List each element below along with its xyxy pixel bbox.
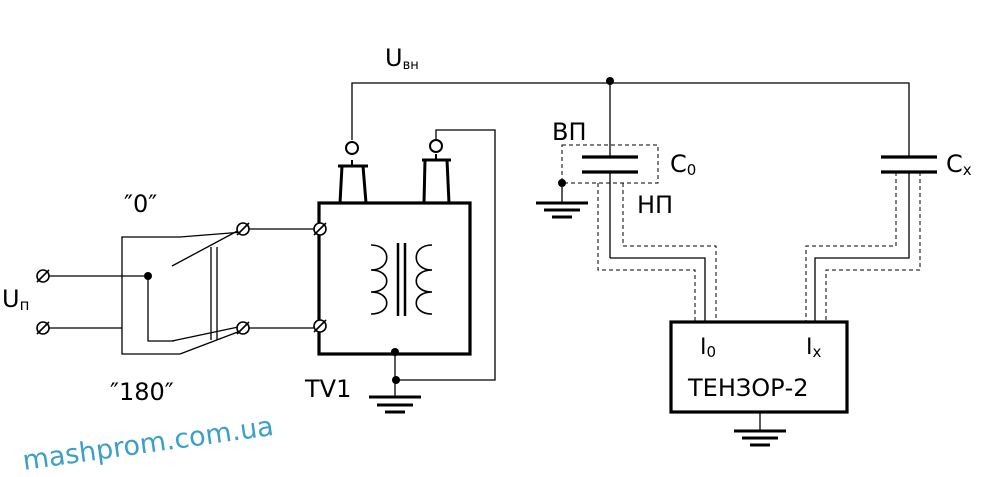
ground-icon-tv1: [369, 395, 421, 414]
polarity-switch: [36, 222, 314, 355]
label-u-hv: Uвн: [385, 44, 419, 73]
bushing-right: [422, 139, 451, 204]
transformer-tank: [317, 201, 472, 356]
transformer-coils-icon: [370, 243, 433, 316]
label-np: НП: [637, 191, 673, 219]
label-switch-180: ″180″: [110, 378, 174, 406]
bushing-left: [338, 141, 368, 204]
label-device: ТЕНЗОР-2: [687, 374, 809, 402]
label-vp: ВП: [552, 118, 587, 146]
label-i0: I0: [700, 335, 716, 361]
watermark: mashprom.com.ua: [21, 411, 276, 477]
label-up: Uп: [2, 285, 29, 314]
primary-terminals: [313, 222, 327, 333]
label-cx: Cx: [946, 150, 972, 179]
label-ix: Ix: [806, 335, 822, 361]
device-tenzor: [669, 320, 849, 447]
capacitor-c0: [536, 144, 717, 322]
hv-bus: [351, 77, 910, 157]
bus-junction-dot: [606, 77, 614, 85]
ground-icon-c0: [536, 201, 588, 219]
transformer-tv1: [313, 129, 496, 414]
label-c0: C0: [670, 150, 696, 179]
label-tv1: TV1: [304, 375, 351, 403]
ground-icon-device: [734, 429, 786, 447]
label-switch-0: ″0″: [124, 190, 157, 218]
capacitor-cx: [805, 155, 937, 322]
